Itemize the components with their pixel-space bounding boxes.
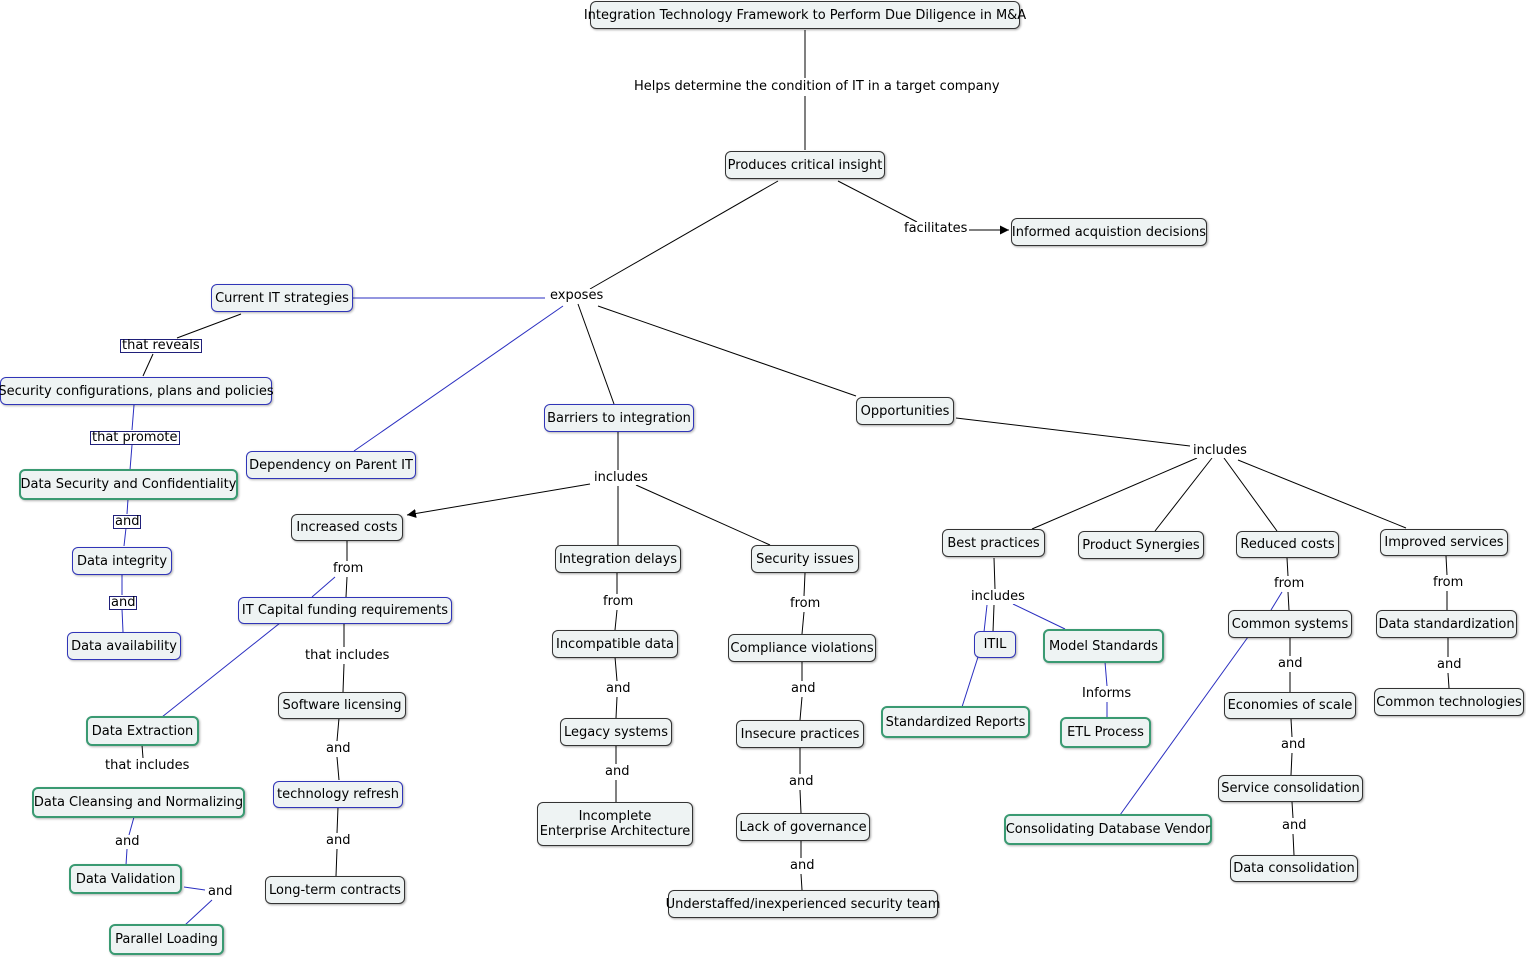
data-cleansing-node[interactable]: Data Cleansing and Normalizing — [32, 787, 245, 818]
long-term-contracts-node[interactable]: Long-term contracts — [265, 876, 405, 904]
it-capital-node[interactable]: IT Capital funding requirements — [238, 597, 452, 624]
data-validation-node[interactable]: Data Validation — [69, 864, 182, 894]
link-label-from: from — [1431, 575, 1466, 590]
link-label-and: and — [1276, 656, 1305, 671]
produces-insight-node[interactable]: Produces critical insight — [725, 151, 885, 179]
link-label-includes-opportunities: includes — [1191, 443, 1249, 458]
technology-refresh-node[interactable]: technology refresh — [273, 781, 403, 808]
common-technologies-node[interactable]: Common technologies — [1374, 688, 1524, 716]
etl-process-node[interactable]: ETL Process — [1060, 717, 1151, 748]
increased-costs-node[interactable]: Increased costs — [291, 514, 403, 541]
incomplete-ea-node[interactable]: Incomplete Enterprise Architecture — [537, 802, 693, 846]
dependency-parent-it-node[interactable]: Dependency on Parent IT — [246, 451, 416, 479]
link-label-and: and — [109, 595, 138, 610]
title-node[interactable]: Integration Technology Framework to Perf… — [584, 1, 1026, 29]
integration-delays-node[interactable]: Integration delays — [555, 545, 681, 573]
service-consolidation-node[interactable]: Service consolidation — [1218, 775, 1363, 802]
security-config-node[interactable]: Security configurations, plans and polic… — [0, 377, 274, 405]
link-label-and: and — [1435, 657, 1464, 672]
product-synergies-node[interactable]: Product Synergies — [1078, 531, 1204, 559]
link-label-from: from — [601, 594, 636, 609]
reduced-costs-node[interactable]: Reduced costs — [1236, 531, 1339, 558]
link-label-and: and — [324, 741, 353, 756]
link-label-from: from — [331, 561, 366, 576]
link-label-and: and — [787, 774, 816, 789]
consolidating-db-vendor-node[interactable]: Consolidating Database Vendor — [1004, 814, 1212, 845]
informed-decisions-node[interactable]: Informed acquistion decisions — [1011, 218, 1207, 246]
barriers-node[interactable]: Barriers to integration — [544, 404, 694, 432]
compliance-violations-node[interactable]: Compliance violations — [728, 634, 876, 662]
opportunities-node[interactable]: Opportunities — [856, 397, 954, 425]
link-label-that-promote: that promote — [90, 430, 180, 445]
link-label-and: and — [789, 681, 818, 696]
model-standards-node[interactable]: Model Standards — [1043, 629, 1164, 663]
link-label-and: and — [1279, 737, 1308, 752]
link-label-includes-barriers: includes — [592, 470, 650, 485]
data-integrity-node[interactable]: Data integrity — [72, 547, 172, 575]
parallel-loading-node[interactable]: Parallel Loading — [109, 924, 224, 955]
link-label-and: and — [113, 514, 142, 529]
economies-of-scale-node[interactable]: Economies of scale — [1224, 692, 1356, 719]
link-label-and: and — [206, 884, 235, 899]
link-label-from: from — [1272, 576, 1307, 591]
data-standardization-node[interactable]: Data standardization — [1376, 610, 1517, 638]
link-label-that-includes: that includes — [303, 648, 392, 663]
insecure-practices-node[interactable]: Insecure practices — [736, 720, 864, 748]
link-label-helps-determine: Helps determine the condition of IT in a… — [632, 79, 1002, 94]
data-availability-node[interactable]: Data availability — [67, 632, 181, 660]
software-licensing-node[interactable]: Software licensing — [278, 692, 406, 719]
link-label-informs: Informs — [1080, 686, 1134, 701]
improved-services-node[interactable]: Improved services — [1380, 529, 1508, 556]
standardized-reports-node[interactable]: Standardized Reports — [881, 706, 1030, 738]
link-label-and: and — [604, 681, 633, 696]
link-label-and: and — [1280, 818, 1309, 833]
link-label-exposes: exposes — [548, 288, 606, 303]
link-label-facilitates: facilitates — [902, 221, 970, 236]
itil-node[interactable]: ITIL — [974, 631, 1016, 658]
incompatible-data-node[interactable]: Incompatible data — [552, 630, 678, 658]
security-issues-node[interactable]: Security issues — [751, 545, 859, 573]
data-consolidation-node[interactable]: Data consolidation — [1230, 855, 1358, 882]
common-systems-node[interactable]: Common systems — [1228, 610, 1352, 638]
legacy-systems-node[interactable]: Legacy systems — [560, 718, 672, 746]
current-it-strategies-node[interactable]: Current IT strategies — [211, 284, 353, 312]
lack-of-governance-node[interactable]: Lack of governance — [736, 813, 870, 841]
data-security-node[interactable]: Data Security and Confidentiality — [19, 469, 238, 500]
link-label-and: and — [788, 858, 817, 873]
link-label-includes-best-practices: includes — [969, 589, 1027, 604]
best-practices-node[interactable]: Best practices — [942, 529, 1045, 557]
link-label-that-reveals: that reveals — [120, 338, 202, 353]
link-label-from: from — [788, 596, 823, 611]
link-label-and: and — [113, 834, 142, 849]
link-label-that-includes: that includes — [103, 758, 192, 773]
understaffed-team-node[interactable]: Understaffed/inexperienced security team — [666, 890, 940, 918]
link-label-and: and — [603, 764, 632, 779]
link-label-and: and — [324, 833, 353, 848]
data-extraction-node[interactable]: Data Extraction — [86, 716, 199, 746]
